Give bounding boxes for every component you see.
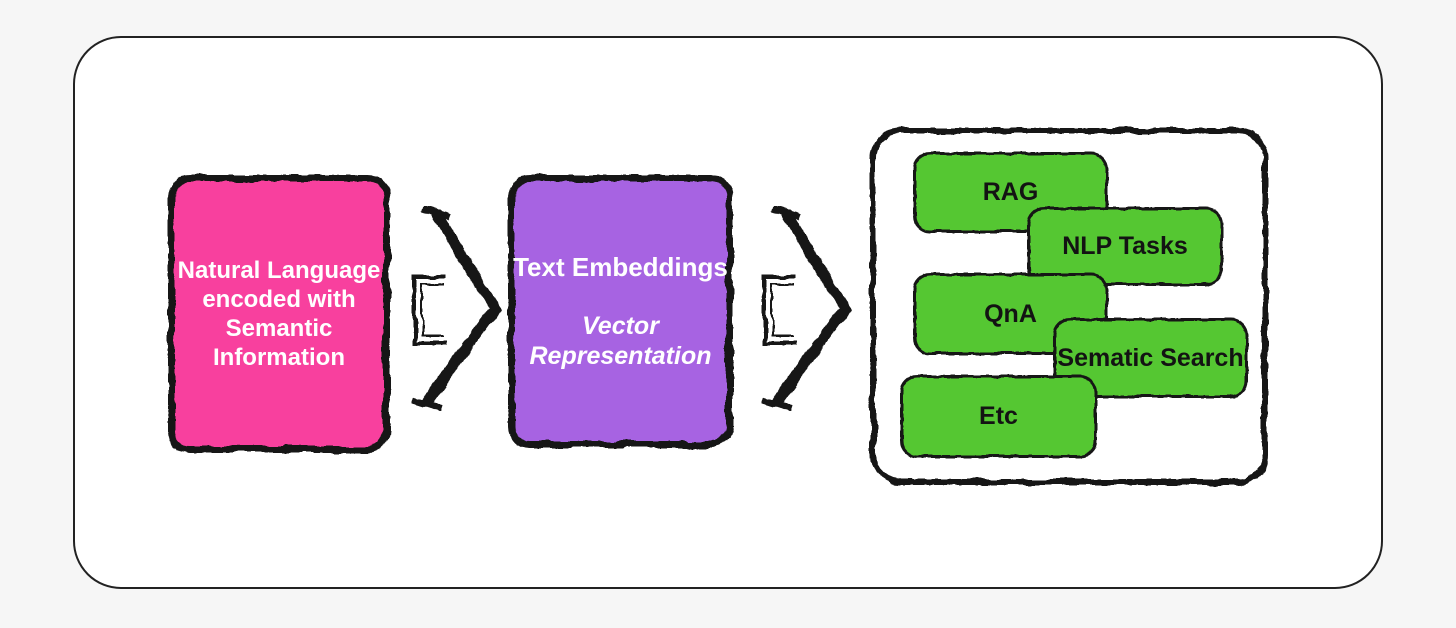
flow-arrow-icon xyxy=(411,206,502,411)
text-embeddings-box: Text Embeddings Vector Representation xyxy=(508,175,733,448)
application-box-rag: RAG xyxy=(913,152,1108,233)
text-embeddings-title: Text Embeddings xyxy=(513,252,728,282)
application-box-etc: Etc xyxy=(900,375,1097,458)
natural-language-box: Natural Language encoded with Semantic I… xyxy=(168,175,390,453)
application-box-qna: QnA xyxy=(913,273,1108,355)
vector-representation-label: Vector Representation xyxy=(529,312,712,370)
applications-container: RAG NLP Tasks QnA Sematic Search Etc xyxy=(870,128,1268,485)
natural-language-box-label: Natural Language encoded with Semantic I… xyxy=(177,257,381,371)
application-box-sematic-search: Sematic Search xyxy=(1053,318,1248,398)
flow-arrow-icon xyxy=(761,206,852,411)
application-box-nlp-tasks: NLP Tasks xyxy=(1027,207,1223,286)
